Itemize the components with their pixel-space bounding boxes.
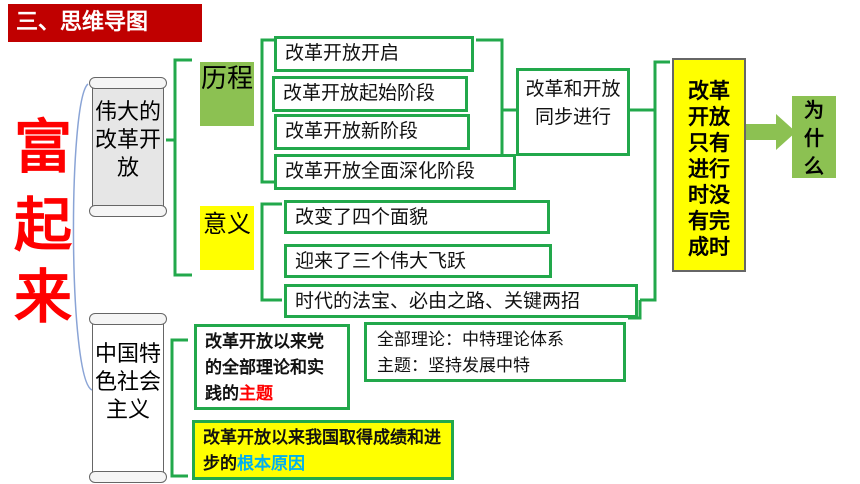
theory-line-1: 全部理论：中特理论体系 [377, 330, 564, 350]
stage-box: 改革开放开启 [274, 36, 474, 72]
sync-box: 改革和开放同步进行 [516, 68, 630, 156]
meaning-box: 改变了四个面貌 [284, 200, 550, 234]
cause-highlight: 根本原因 [237, 454, 305, 474]
scroll-reform: 伟大的改革开放 [89, 77, 167, 217]
stage-box: 改革开放全面深化阶段 [274, 154, 516, 190]
theory-line-2: 主题：坚持发展中特 [377, 356, 530, 376]
conclusion-scroll: 改革开放只有进行时没有完成时 [672, 58, 746, 272]
theme-highlight: 主题 [239, 384, 273, 404]
theory-box: 全部理论：中特理论体系 主题：坚持发展中特 [364, 322, 626, 382]
scroll-socialism: 中国特色社会主义 [89, 313, 167, 483]
main-title-char-1: 富 [13, 113, 72, 181]
scroll-reform-text: 伟大的改革开放 [94, 100, 161, 181]
right-arrow-icon [746, 114, 796, 150]
why-box: 为什么 [792, 96, 836, 178]
theme-box: 改革开放以来党的全部理论和实践的主题 [194, 324, 350, 410]
cause-box-text: 改革开放以来我国取得成绩和进步的 [203, 428, 441, 474]
scroll-socialism-text: 中国特色社会主义 [94, 342, 161, 423]
meaning-box: 迎来了三个伟大飞跃 [284, 244, 552, 278]
stage-box: 改革开放新阶段 [274, 114, 470, 150]
main-title-char-2: 起 [13, 191, 72, 259]
stage-box: 改革开放起始阶段 [272, 76, 468, 112]
cause-box: 改革开放以来我国取得成绩和进步的根本原因 [192, 420, 454, 480]
theme-box-text: 改革开放以来党的全部理论和实践的 [205, 332, 324, 404]
label-history: 历程 [200, 62, 254, 126]
section-title: 三、思维导图 [8, 4, 202, 42]
meaning-box: 时代的法宝、必由之路、关键两招 [284, 284, 638, 318]
main-title-char-3: 来 [13, 263, 72, 331]
label-significance: 意义 [200, 206, 254, 270]
